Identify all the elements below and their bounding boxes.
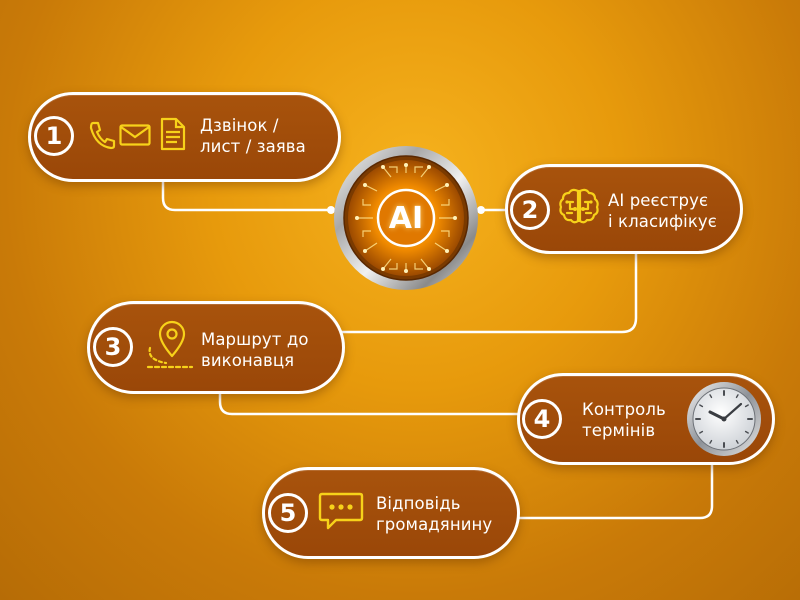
step-3-label: Маршрут до виконавця <box>201 329 309 371</box>
connector-1-ai <box>161 178 333 212</box>
step-3-number: 3 <box>93 327 133 367</box>
connector-2-3 <box>340 246 638 334</box>
chat-bubble-icon <box>318 492 364 530</box>
step-2-line2: і класифікує <box>608 212 717 231</box>
step-5-line2: громадянину <box>376 515 493 534</box>
step-1-line1: Дзвінок / <box>200 116 279 135</box>
brain-icon <box>559 188 599 224</box>
step-5-line1: Відповідь <box>376 494 461 513</box>
step-2-number: 2 <box>510 190 550 230</box>
step-5-number: 5 <box>268 493 308 533</box>
document-icon <box>160 117 186 151</box>
step-4-number: 4 <box>522 399 562 439</box>
step-4-label: Контроль термінів <box>582 399 666 441</box>
location-pin-icon <box>146 320 194 369</box>
step-4-line1: Контроль <box>582 400 666 419</box>
connector-dot-right <box>477 206 485 214</box>
connector-4-5 <box>518 461 714 520</box>
step-3-line2: виконавця <box>201 351 295 370</box>
step-2-label: AI реєструє і класифікує <box>608 190 717 232</box>
connector-dot-left <box>327 206 335 214</box>
ai-chip-icon <box>334 146 478 290</box>
ai-label: AI <box>388 200 424 236</box>
connector-3-4 <box>218 390 524 416</box>
step-5-label: Відповідь громадянину <box>376 493 492 535</box>
envelope-icon <box>119 124 151 146</box>
step-1-number: 1 <box>34 116 74 156</box>
step-2-line1: AI реєструє <box>608 191 709 210</box>
step-4-line2: термінів <box>582 421 656 440</box>
step-1-label: Дзвінок / лист / заява <box>200 115 306 157</box>
step-3-line1: Маршрут до <box>201 330 309 349</box>
step-1-line2: лист / заява <box>200 137 306 156</box>
ai-core-badge: AI <box>331 143 481 293</box>
clock-icon <box>687 382 761 456</box>
phone-icon <box>89 121 116 150</box>
